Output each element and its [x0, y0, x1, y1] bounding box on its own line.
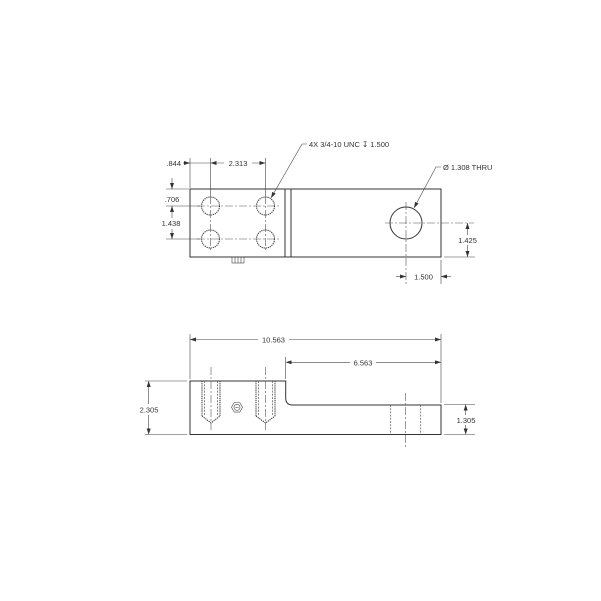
tapped-hole-section: [201, 367, 221, 430]
dimension-overall-length: 10.563: [189, 334, 442, 403]
tapped-hole-section: [255, 367, 276, 430]
set-screw-tab: [231, 256, 245, 264]
callout-tapped-holes-text: 4X 3/4-10 UNC ↧ 1.500: [309, 140, 389, 149]
callout-tapped-holes: 4X 3/4-10 UNC ↧ 1.500: [270, 140, 389, 199]
callout-thru-hole: Ø 1.308 THRU: [413, 163, 492, 209]
dim-thru-hole-from-end: 1.500: [414, 273, 433, 282]
top-view: .844 2.313 .706 1.438 1.425 1.500: [158, 140, 492, 284]
dim-overall-height: 2.305: [140, 406, 159, 415]
dim-hole-offset-x: .844: [166, 159, 181, 168]
dimension-shelf-length: 6.563: [285, 357, 441, 379]
dimension-thru-hole-horizontal: 1.500: [396, 260, 451, 284]
dimension-thru-hole-vertical: 1.425: [444, 223, 480, 258]
dimension-shelf-height: 1.305: [444, 404, 478, 435]
dimension-vertical-holes: .706 1.438: [158, 178, 200, 240]
thru-hole-hidden: [390, 393, 422, 447]
hex-set-screw-icon: [231, 402, 243, 413]
dim-hole-offset-y: .706: [165, 195, 180, 204]
dim-thru-hole-from-bottom: 1.425: [458, 236, 477, 245]
front-view: 10.563 6.563 2.305 1.305: [137, 334, 478, 447]
front-view-outline: [189, 380, 442, 435]
dimension-horizontal-holes: .844 2.313: [166, 158, 266, 196]
dim-hole-spacing-x: 2.313: [229, 159, 248, 168]
dim-hole-spacing-y: 1.438: [162, 219, 181, 228]
dim-shelf-height: 1.305: [457, 416, 476, 425]
tapped-holes: [197, 196, 279, 250]
dimension-overall-height: 2.305: [137, 380, 187, 435]
thru-hole: [385, 202, 474, 284]
dim-shelf-length: 6.563: [354, 358, 373, 367]
dim-overall-length: 10.563: [262, 336, 285, 345]
callout-thru-hole-text: Ø 1.308 THRU: [443, 163, 492, 172]
